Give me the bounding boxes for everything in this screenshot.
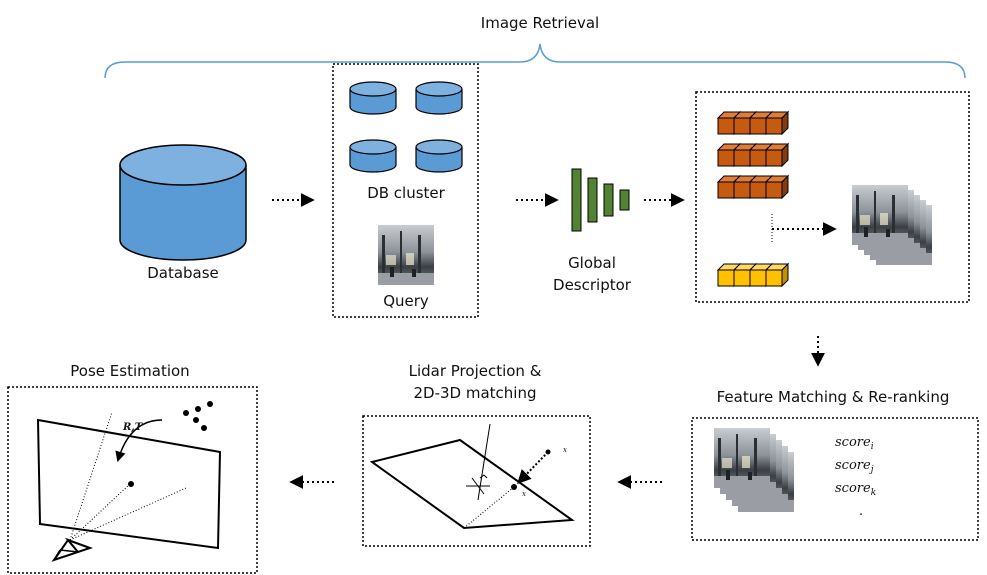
feature-box bbox=[695, 91, 970, 303]
pose-estimation-illustration bbox=[36, 401, 222, 562]
point-label: x bbox=[563, 446, 567, 454]
feature-matching-label: Feature Matching & Re-ranking bbox=[717, 388, 950, 406]
query-feature-vector bbox=[717, 263, 789, 287]
score-more: . bbox=[859, 504, 863, 519]
score-j: scorej bbox=[835, 458, 874, 475]
cluster-db-icon-4 bbox=[415, 139, 463, 173]
score-i: scorei bbox=[835, 435, 874, 452]
query-label: Query bbox=[383, 292, 429, 310]
db-cluster-label: DB cluster bbox=[367, 184, 445, 202]
lidar-label-1: Lidar Projection & bbox=[409, 362, 542, 380]
database-icon bbox=[119, 144, 247, 261]
feature-vector-2 bbox=[717, 143, 789, 167]
score-k: scorek bbox=[835, 481, 876, 498]
feature-vector-3 bbox=[717, 175, 789, 199]
lidar-label-2: 2D-3D matching bbox=[413, 384, 536, 402]
cluster-db-icon-3 bbox=[349, 139, 397, 173]
db-cluster-box bbox=[332, 63, 479, 318]
database-label: Database bbox=[147, 264, 219, 282]
global-descriptor-label-1: Global bbox=[568, 254, 616, 272]
retrieved-images-stack bbox=[852, 185, 932, 265]
pose-box bbox=[7, 386, 258, 574]
feature-vector-1 bbox=[717, 111, 789, 135]
pose-estimation-label: Pose Estimation bbox=[70, 362, 189, 380]
lidar-box bbox=[362, 415, 591, 547]
global-descriptor-icon bbox=[571, 168, 630, 232]
lidar-projection-illustration bbox=[369, 423, 575, 530]
global-descriptor-label-2: Descriptor bbox=[553, 276, 632, 294]
rt-label: R,T bbox=[122, 422, 144, 433]
reranked-images-stack bbox=[714, 428, 794, 512]
cluster-db-icon-2 bbox=[415, 81, 463, 115]
projected-point-label: x bbox=[522, 490, 526, 498]
image-retrieval-bracket bbox=[104, 43, 966, 79]
query-image bbox=[378, 225, 434, 285]
image-retrieval-title: Image Retrieval bbox=[481, 14, 599, 32]
cluster-db-icon-1 bbox=[349, 81, 397, 115]
